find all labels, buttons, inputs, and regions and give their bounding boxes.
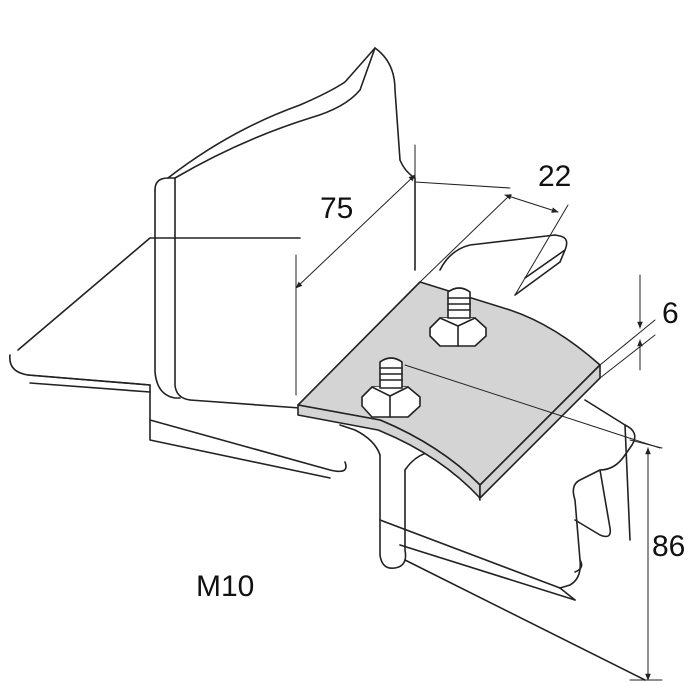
dimension-thickness-label: 6 [662,297,679,330]
bolt-rear [429,287,487,347]
beam-lower-flange [9,237,347,479]
bolt-front [361,357,421,418]
dimension-length-label: 75 [320,192,353,225]
channel-strut [379,234,646,681]
dimension-width-label: 22 [538,160,571,193]
bolt-size-label: M10 [196,570,254,603]
dimension-lines [295,144,663,681]
dimension-height-label: 86 [652,530,685,563]
beam-web [154,47,416,409]
